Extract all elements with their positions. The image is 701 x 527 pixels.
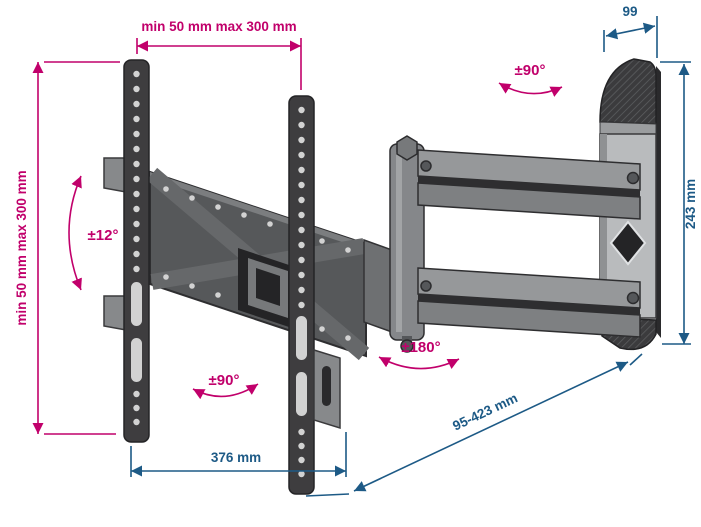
left-vesa-rail	[123, 59, 150, 443]
tilt-angle-arrow	[68, 175, 82, 291]
right-rail-slot	[296, 372, 307, 416]
vesa-width-label: min 50 mm max 300 mm	[141, 19, 296, 34]
upper-arm-groove	[418, 176, 640, 197]
extension-range-label: 95-423 mm	[450, 390, 520, 433]
extension-range-extension	[305, 493, 350, 497]
vesa-plate	[146, 167, 370, 361]
rail-hook-upper	[103, 157, 127, 193]
wall-swivel-label: ±90°	[515, 62, 546, 79]
extension-range-extension	[629, 353, 643, 366]
upper-arm	[417, 149, 641, 220]
plate-swivel-label: ±90°	[209, 372, 240, 389]
rail-hook-lower	[103, 295, 127, 331]
arm-rotation-arrow	[378, 356, 460, 370]
wall-bracket-side	[656, 66, 661, 338]
depth-dimension	[605, 22, 656, 40]
right-rail-slot	[296, 316, 307, 360]
lower-arm-groove	[418, 294, 640, 315]
bottom-nut	[400, 339, 414, 353]
wall-bracket-shade	[600, 134, 607, 318]
plate-holes	[163, 186, 351, 341]
left-rail-holes	[133, 70, 140, 426]
arm-base-highlight	[396, 152, 402, 332]
upper-arm-bar2	[417, 182, 641, 220]
left-rail-slot	[131, 282, 142, 326]
lower-arm-right-joint	[626, 291, 640, 305]
upper-arm-left-joint	[420, 160, 432, 172]
height-243-label: 243 mm	[683, 179, 698, 229]
arm-plate-connector	[363, 238, 393, 334]
lower-arm-bar2	[417, 300, 641, 338]
right-vesa-rail	[288, 95, 315, 495]
plate-center-slot	[256, 268, 280, 306]
lower-arm	[417, 267, 641, 338]
right-rail-body	[288, 95, 315, 495]
hex-bolt	[396, 135, 418, 161]
wall-bracket-top-cap	[599, 58, 657, 125]
tilt-angle-label: ±12°	[88, 227, 119, 244]
bottom-fixing-bracket	[313, 348, 341, 430]
wall-bracket-diamond-hole	[609, 220, 647, 266]
extension-range-dimension	[353, 361, 629, 492]
arm-rotation-label: ±180°	[401, 339, 440, 356]
depth-99-label: 99	[622, 4, 637, 19]
width-376-label: 376 mm	[211, 450, 261, 465]
vesa-height-label: min 50 mm max 300 mm	[14, 170, 29, 325]
lower-arm-left-joint	[420, 280, 432, 292]
articulating-arm	[363, 135, 641, 353]
magenta-dimensions: min 50 mm max 300 mm min 50 mm max 300 m…	[14, 19, 563, 435]
upper-arm-right-joint	[626, 171, 640, 185]
wall-swivel-arrow	[498, 82, 563, 97]
plate-swivel-arrow	[192, 383, 259, 400]
fixing-bracket-slot	[322, 366, 331, 406]
left-rail-slot	[131, 338, 142, 382]
